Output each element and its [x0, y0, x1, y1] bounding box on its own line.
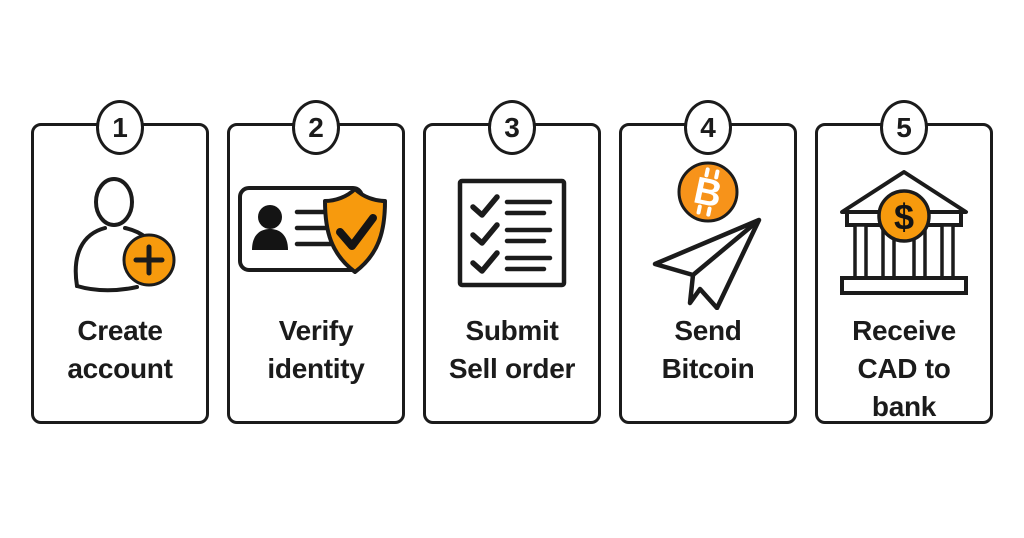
bank-dollar-icon: $ — [840, 170, 968, 295]
step-label: Create account — [67, 315, 173, 384]
step-label: Send Bitcoin — [661, 315, 755, 384]
dollar-coin-icon: $ — [877, 189, 931, 243]
shield-check-icon — [323, 187, 387, 274]
bitcoin-coin-icon: B — [677, 161, 739, 223]
step-number-badge: 3 — [488, 100, 536, 155]
step-number-badge: 2 — [292, 100, 340, 155]
plus-badge-icon — [122, 233, 176, 287]
step-icon-box — [230, 166, 402, 300]
step-card-receive-cad: 5 $ Rece — [815, 100, 993, 424]
step-card-send-bitcoin: 4 B Send Bitcoin — [619, 100, 797, 424]
person-silhouette-icon — [252, 205, 288, 250]
step-number-badge: 5 — [880, 100, 928, 155]
id-card-shield-check-icon — [238, 186, 387, 274]
step-label: Submit Sell order — [448, 315, 576, 384]
step-card-submit-sell-order: 3 Submit Sell order — [423, 100, 601, 424]
step-number-badge: 1 — [96, 100, 144, 155]
step-label: Receive CAD to bank — [852, 315, 956, 422]
step-label: Verify identity — [267, 315, 365, 384]
svg-text:$: $ — [894, 197, 914, 238]
step-icon-box — [426, 166, 598, 300]
paper-plane-icon — [652, 217, 762, 310]
step-icon-box: $ — [818, 166, 990, 300]
step-card-verify-identity: 2 Verify identity — [227, 100, 405, 424]
checklist-icon — [457, 178, 567, 288]
user-add-icon — [73, 177, 176, 293]
step-card-create-account: 1 Create account — [31, 100, 209, 424]
step-icon-box: B — [622, 160, 794, 310]
steps-row: 1 Create account 2 — [31, 100, 993, 424]
step-icon-box — [34, 166, 206, 300]
step-number-badge: 4 — [684, 100, 732, 155]
